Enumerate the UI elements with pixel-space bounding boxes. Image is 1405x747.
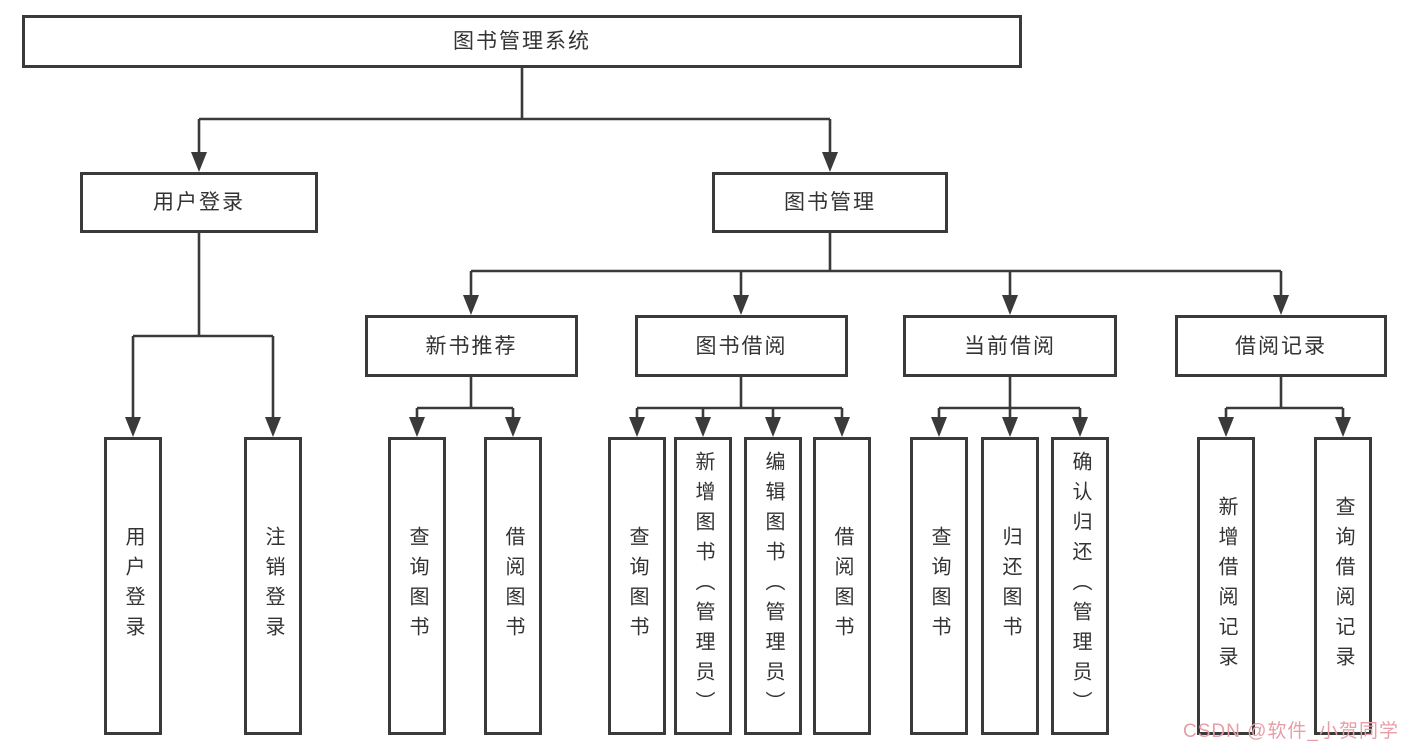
node-current-borrow: 当前借阅 bbox=[903, 315, 1117, 377]
leaf-query-books-3: 查询图书 bbox=[910, 437, 968, 735]
node-new-book-recommend: 新书推荐 bbox=[365, 315, 578, 377]
connector-user-login-to-leaves bbox=[125, 233, 281, 437]
leaf-user-login: 用户登录 bbox=[104, 437, 162, 735]
node-user-login: 用户登录 bbox=[80, 172, 318, 233]
connector-current-borrow-to-leaves bbox=[931, 377, 1088, 437]
leaf-borrow-books-2: 借阅图书 bbox=[813, 437, 871, 735]
node-library-management-system: 图书管理系统 bbox=[22, 15, 1022, 68]
node-borrow-records: 借阅记录 bbox=[1175, 315, 1387, 377]
leaf-query-books-2: 查询图书 bbox=[608, 437, 666, 735]
leaf-return-books: 归还图书 bbox=[981, 437, 1039, 735]
connector-book-management-to-level3 bbox=[463, 233, 1289, 315]
connector-book-borrow-to-leaves bbox=[629, 377, 850, 437]
node-book-management: 图书管理 bbox=[712, 172, 948, 233]
leaf-edit-books-admin: 编辑图书（管理员） bbox=[744, 437, 802, 735]
connector-new-book-recommend-to-leaves bbox=[409, 377, 521, 437]
csdn-watermark: CSDN @软件_小贺同学 bbox=[1183, 721, 1399, 742]
leaf-borrow-books-1: 借阅图书 bbox=[484, 437, 542, 735]
leaf-add-books-admin: 新增图书（管理员） bbox=[674, 437, 732, 735]
leaf-logout: 注销登录 bbox=[244, 437, 302, 735]
leaf-add-borrow-record: 新增借阅记录 bbox=[1197, 437, 1255, 735]
leaf-query-books-1: 查询图书 bbox=[388, 437, 446, 735]
leaf-confirm-return-admin: 确认归还（管理员） bbox=[1051, 437, 1109, 735]
connector-borrow-records-to-leaves bbox=[1218, 377, 1351, 437]
node-book-borrow: 图书借阅 bbox=[635, 315, 848, 377]
connector-root-to-level2 bbox=[191, 68, 838, 172]
leaf-query-borrow-record: 查询借阅记录 bbox=[1314, 437, 1372, 735]
